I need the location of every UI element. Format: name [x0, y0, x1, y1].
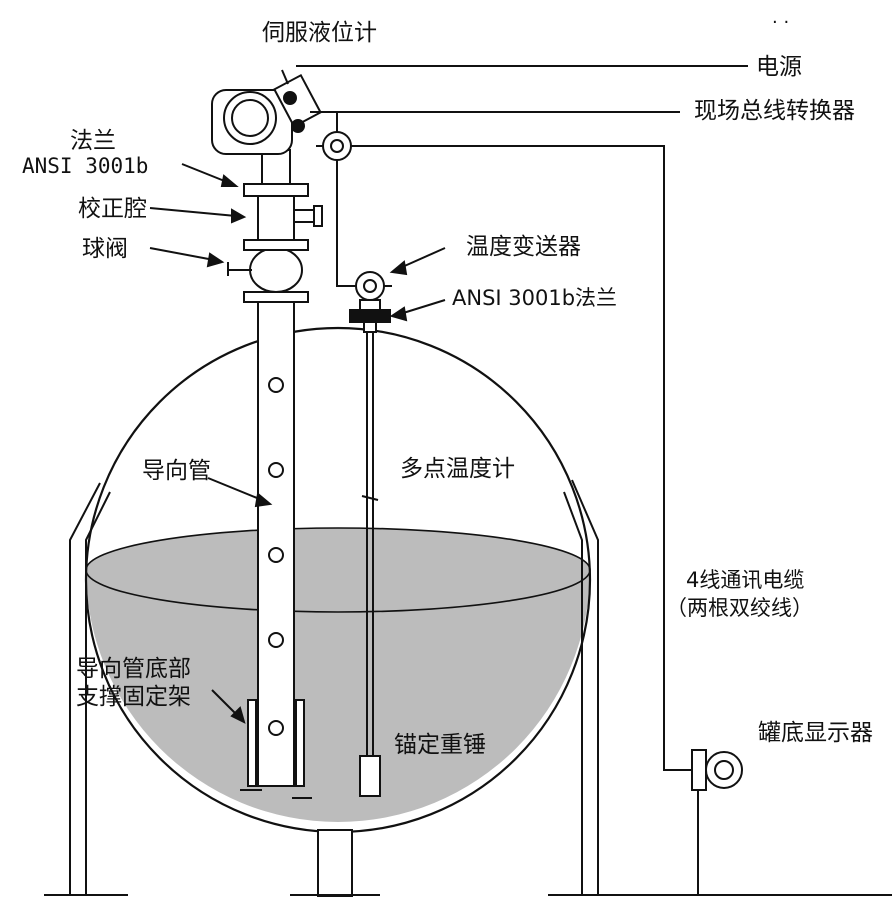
pointer-arrows [149, 69, 446, 724]
label-guide-pipe: 导向管 [142, 458, 211, 484]
label-power-dots: · · [772, 12, 790, 33]
tank-bottom-display-device [691, 749, 743, 895]
temperature-transmitter-device [348, 271, 392, 333]
label-ansi-flange: ANSI 3001b法兰 [452, 286, 618, 310]
label-flange-spec: ANSI 3001b [22, 154, 149, 178]
label-tank-bottom-display: 罐底显示器 [758, 720, 873, 746]
label-temperature-transmitter: 温度变送器 [466, 234, 581, 260]
liquid-fill [85, 527, 591, 822]
label-flange: 法兰 [70, 128, 116, 154]
label-multipoint-thermometer: 多点温度计 [400, 456, 515, 482]
label-power: 电源 [756, 54, 802, 80]
label-cable-line2: （两根双绞线） [666, 596, 813, 620]
wiring [296, 65, 748, 771]
multipoint-thermometer-probe [359, 332, 381, 797]
servo-gauge-head [211, 73, 322, 155]
label-anchor-weight: 锚定重锤 [394, 732, 486, 758]
tank-legs [69, 479, 599, 897]
guide-pipe-assembly [227, 149, 323, 799]
label-fieldbus-converter: 现场总线转换器 [694, 98, 855, 124]
label-calibration-chamber: 校正腔 [78, 196, 147, 222]
label-guide-support-line2: 支撑固定架 [76, 684, 191, 710]
fieldbus-converter-device [316, 131, 362, 161]
label-guide-support-line1: 导向管底部 [76, 656, 191, 682]
label-ball-valve: 球阀 [82, 236, 128, 262]
label-cable-line1: 4线通讯电缆 [686, 568, 805, 592]
label-servo-level-gauge: 伺服液位计 [262, 20, 377, 46]
